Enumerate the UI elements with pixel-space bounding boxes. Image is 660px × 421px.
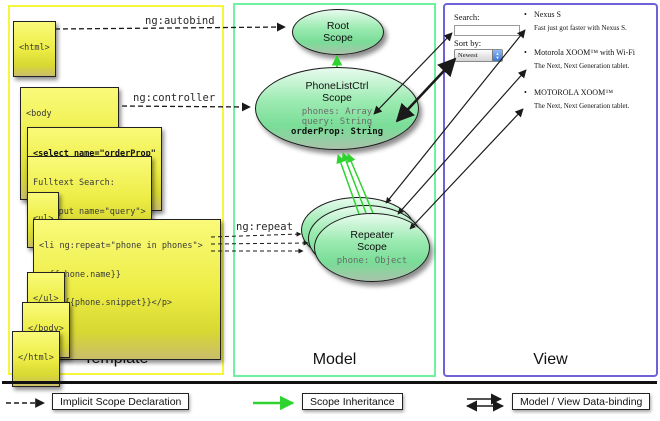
- code-line: <select name="orderProp": [33, 149, 156, 159]
- phone-title: Nexus S: [534, 10, 561, 19]
- phone-title: Motorola XOOM™ with Wi-Fi: [534, 48, 635, 57]
- model-panel-title: Model: [312, 351, 357, 368]
- legend-model-view-data-binding: Model / View Data-binding: [512, 393, 651, 410]
- bullet-icon: •: [524, 10, 527, 19]
- sortby-label: Sort by:: [454, 38, 482, 48]
- phonelistctrl-scope-title: PhoneListCtrl Scope: [305, 80, 368, 104]
- prop-phone: phone: Object: [336, 256, 408, 266]
- legend-implicit-scope-declaration: Implicit Scope Declaration: [52, 393, 190, 410]
- prop-query: query: String: [301, 117, 373, 127]
- code-line: {{phone.name}}: [39, 269, 121, 280]
- repeater-scope-title: Repeater Scope: [350, 229, 393, 253]
- code-line: <html>: [19, 43, 50, 53]
- phone-list-item: • MOTOROLA XOOM™ The Next, Next Generatio…: [524, 88, 652, 110]
- code-html-open: <html>: [13, 21, 56, 77]
- sortby-select[interactable]: Newest ▲▼: [454, 49, 503, 62]
- bullet-icon: •: [524, 88, 527, 97]
- code-line: </ul>: [33, 294, 59, 304]
- root-scope-ellipse: Root Scope: [292, 9, 384, 55]
- label-ng-autobind: ng:autobind: [145, 15, 215, 27]
- legend-scope-inheritance: Scope Inheritance: [302, 393, 403, 410]
- code-line: <p>{{phone.snippet}}</p>: [39, 298, 173, 308]
- phone-list: • Nexus S Fast just got faster with Nexus…: [524, 10, 652, 119]
- legend-separator: [2, 381, 657, 384]
- scope-title-line: Root: [326, 20, 350, 32]
- scope-title-line: Repeater: [350, 229, 394, 241]
- label-ng-repeat: ng:repeat: [236, 221, 293, 233]
- model-panel: Model: [233, 3, 436, 377]
- code-line: </html>: [18, 353, 54, 363]
- view-panel-title: View: [533, 351, 568, 368]
- scope-title-line: Scope: [322, 92, 352, 104]
- root-scope-title: Root Scope: [323, 20, 353, 44]
- scope-title-line: PhoneListCtrl: [305, 80, 369, 92]
- repeater-scope-ellipse: Repeater Scope phone: Object: [314, 213, 430, 282]
- sortby-selected-value: Newest: [458, 52, 478, 59]
- prop-phones: phones: Array: [301, 107, 373, 117]
- phone-list-item: • Motorola XOOM™ with Wi-Fi The Next, Nex…: [524, 48, 652, 70]
- label-ng-controller: ng:controller: [133, 92, 216, 104]
- code-line: Fulltext Search:: [33, 178, 115, 188]
- scope-title-line: Scope: [323, 32, 353, 44]
- phone-title: MOTOROLA XOOM™: [534, 88, 614, 97]
- phonelistctrl-scope-ellipse: PhoneListCtrl Scope phones: Array query:…: [255, 67, 419, 150]
- scope-title-line: Scope: [357, 241, 387, 253]
- prop-orderprop: orderProp: String: [290, 127, 384, 137]
- search-input[interactable]: [454, 25, 520, 36]
- search-label: Search:: [454, 12, 480, 22]
- code-line: <li ng:repeat="phone in phones">: [39, 241, 203, 251]
- phone-list-item: • Nexus S Fast just got faster with Nexus…: [524, 10, 652, 32]
- select-stepper-icon: ▲▼: [492, 50, 502, 61]
- phone-desc: Fast just got faster with Nexus S.: [534, 24, 627, 32]
- code-line: <body: [26, 109, 52, 119]
- bullet-icon: •: [524, 48, 527, 57]
- phone-desc: The Next, Next Generation tablet.: [534, 102, 630, 110]
- code-html-close: </html>: [12, 331, 60, 387]
- phone-desc: The Next, Next Generation tablet.: [534, 62, 630, 70]
- code-line: </body>: [28, 324, 64, 334]
